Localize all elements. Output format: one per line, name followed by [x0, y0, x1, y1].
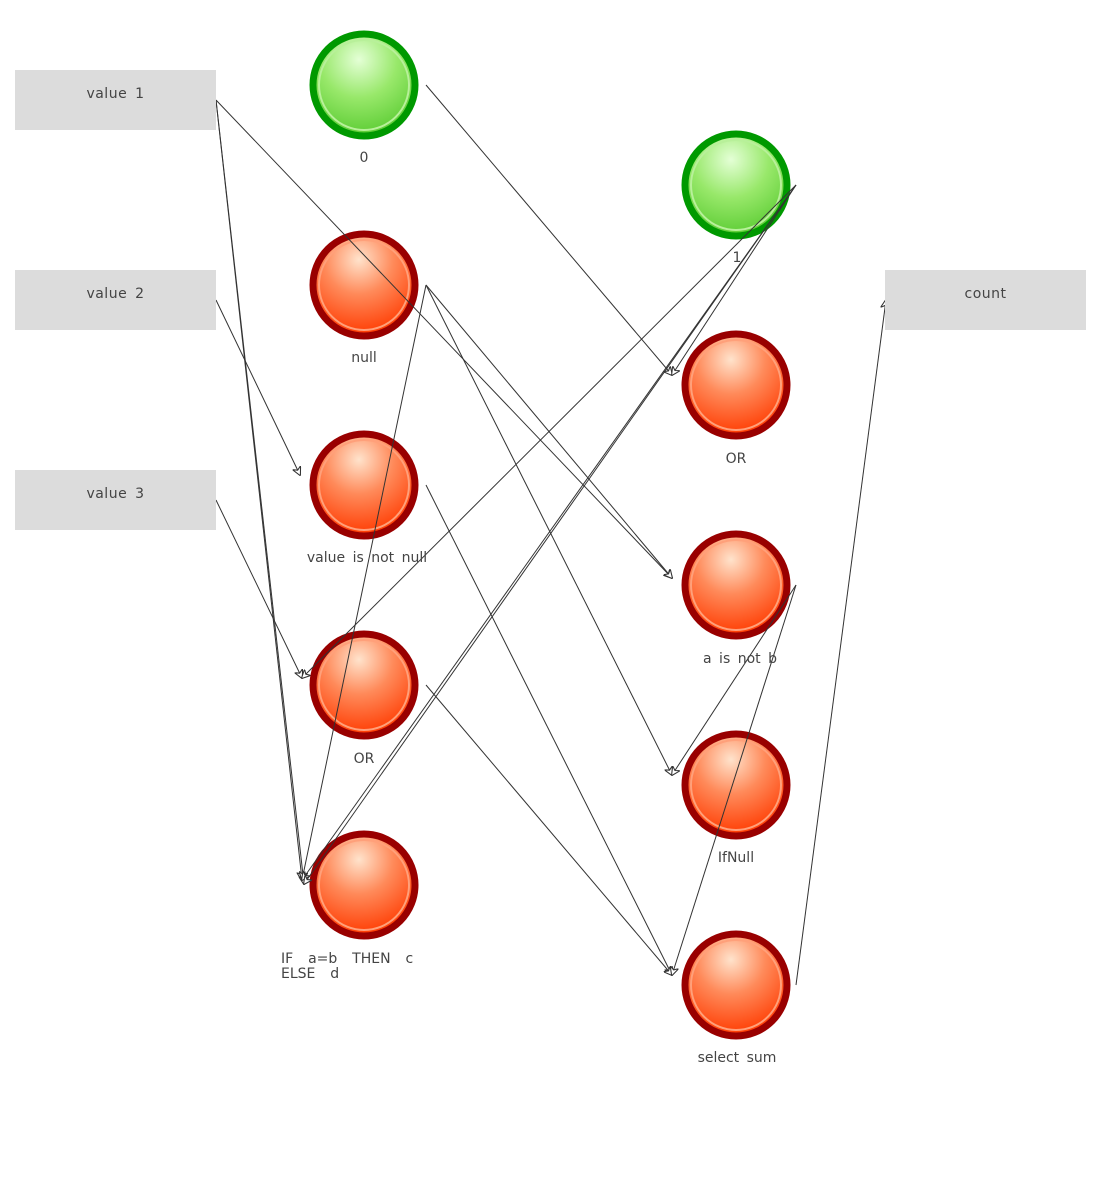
node-highlight-ring	[690, 139, 782, 231]
red-node-circle	[681, 930, 791, 1040]
node-label-or-right: OR	[725, 451, 747, 467]
edge-null-to-ifnull[interactable]	[425, 284, 672, 775]
node-null[interactable]	[309, 230, 419, 340]
edge-one-to-or2[interactable]	[672, 184, 797, 375]
edge-or1-to-selectsum[interactable]	[425, 684, 672, 975]
node-highlight-ring	[690, 939, 782, 1031]
node-highlight-ring	[318, 39, 410, 131]
output-box-count[interactable]: count	[885, 270, 1086, 330]
edge-selectsum-to-count[interactable]	[795, 300, 886, 986]
edge-v3-to-or1[interactable]	[215, 499, 302, 678]
edge-v1-to-isnotb[interactable]	[215, 99, 672, 578]
edge-notnull-to-selectsum[interactable]	[425, 484, 672, 975]
node-label-ifnull: IfNull	[717, 850, 755, 866]
edge-zero-to-or2[interactable]	[425, 84, 672, 375]
red-node-circle	[309, 430, 419, 540]
node-ifelse[interactable]	[309, 830, 419, 940]
node-label-one: 1	[732, 250, 742, 266]
node-label-value-is-not-null: value is not null	[306, 550, 428, 566]
node-label-a-is-not-b: a is not b	[703, 651, 777, 667]
edge-isnotb-to-ifnull[interactable]	[672, 584, 797, 775]
red-node-circle	[681, 330, 791, 440]
node-label-select-sum: select sum	[697, 1050, 777, 1066]
node-highlight-ring	[318, 439, 410, 531]
node-label-or-left: OR	[353, 751, 375, 767]
red-node-circle	[681, 730, 791, 840]
node-or2[interactable]	[681, 330, 791, 440]
node-highlight-ring	[318, 839, 410, 931]
node-highlight-ring	[318, 239, 410, 331]
node-highlight-ring	[690, 739, 782, 831]
green-node-circle	[309, 30, 419, 140]
node-or1[interactable]	[309, 630, 419, 740]
box-label: value 2	[86, 286, 145, 302]
box-label: value 1	[86, 86, 145, 102]
node-isnotb[interactable]	[681, 530, 791, 640]
node-label-null: null	[351, 350, 377, 366]
node-label-zero: 0	[359, 150, 369, 166]
edge-one-to-ifelse[interactable]	[302, 184, 797, 880]
red-node-circle	[309, 230, 419, 340]
input-box-value-3[interactable]: value 3	[15, 470, 216, 530]
node-highlight-ring	[318, 639, 410, 731]
input-box-value-1[interactable]: value 1	[15, 70, 216, 130]
input-box-value-2[interactable]: value 2	[15, 270, 216, 330]
edge-one-to-or1[interactable]	[302, 184, 797, 678]
node-zero[interactable]	[309, 30, 419, 140]
node-label-if-then-else: IF a=b THEN c ELSE d	[281, 951, 414, 982]
red-node-circle	[309, 630, 419, 740]
box-label: count	[964, 286, 1007, 302]
edge-v2-to-notnull[interactable]	[215, 299, 300, 475]
edge-isnotb-to-selectsum[interactable]	[672, 584, 797, 975]
green-node-circle	[681, 130, 791, 240]
node-notnull[interactable]	[309, 430, 419, 540]
node-highlight-ring	[690, 339, 782, 431]
node-selectsum[interactable]	[681, 930, 791, 1040]
box-label: value 3	[86, 486, 145, 502]
red-node-circle	[309, 830, 419, 940]
node-highlight-ring	[690, 539, 782, 631]
edge-v1-to-ifelse[interactable]	[215, 99, 304, 884]
red-node-circle	[681, 530, 791, 640]
node-ifnull[interactable]	[681, 730, 791, 840]
edge-one-to-ifelse[interactable]	[304, 184, 797, 884]
node-one[interactable]	[681, 130, 791, 240]
edge-null-to-ifelse[interactable]	[302, 284, 427, 880]
